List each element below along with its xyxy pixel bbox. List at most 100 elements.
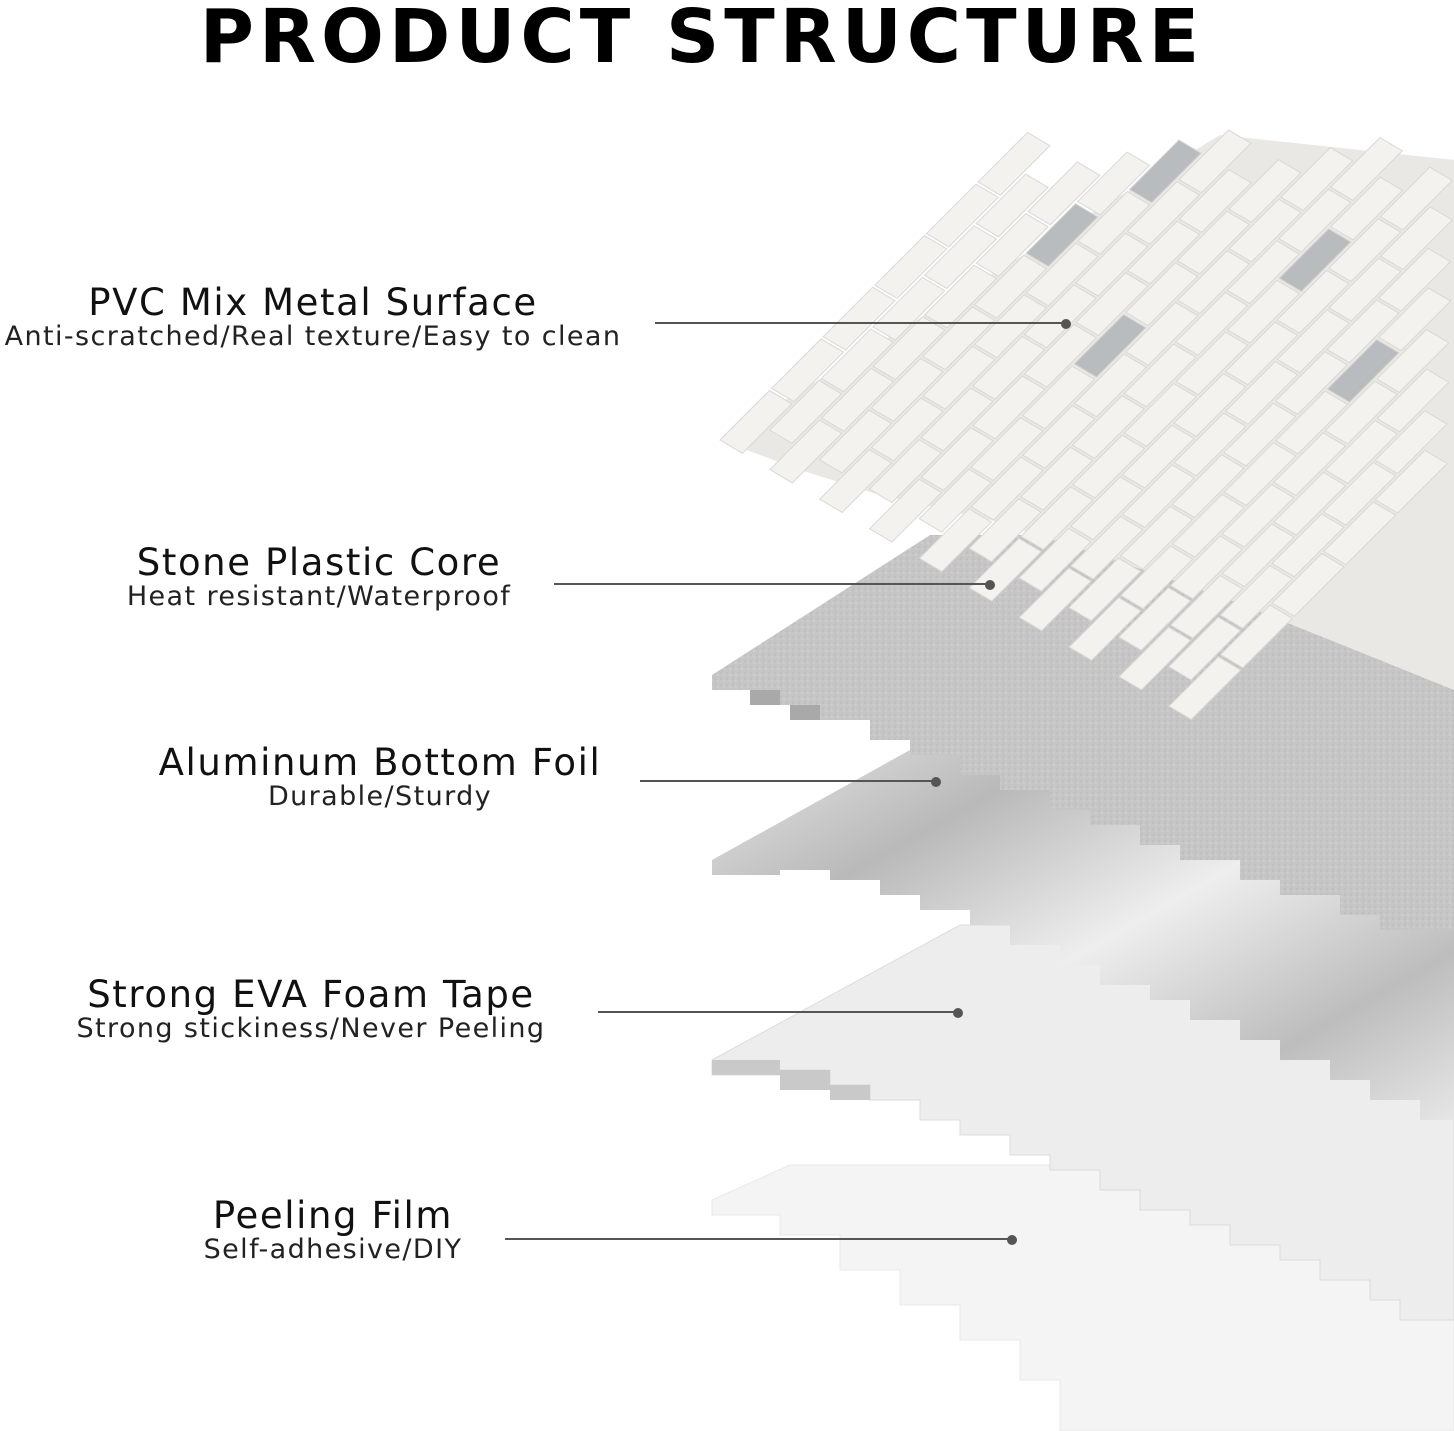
marble-tile: [1070, 515, 1144, 580]
marble-tile: [1219, 564, 1293, 629]
marble-tile: [820, 367, 895, 432]
marble-tile: [1222, 402, 1297, 467]
leader-line: [640, 780, 935, 782]
marble-tile: [870, 397, 945, 462]
marble-tile: [1279, 146, 1354, 211]
marble-tile: [1276, 309, 1350, 374]
metal-tile: [1128, 139, 1203, 204]
marble-tile: [975, 173, 1049, 238]
marble-tile: [1378, 287, 1452, 352]
marble-tile: [1121, 424, 1195, 489]
marble-tile: [1173, 412, 1247, 477]
marble-tile: [870, 357, 944, 422]
marble-tile: [975, 213, 1049, 278]
marble-tile: [918, 508, 993, 573]
marble-tile: [1123, 343, 1197, 408]
marble-tile: [1271, 552, 1345, 617]
marble-tile: [1021, 404, 1096, 469]
marble-tile: [1324, 380, 1398, 445]
leader-dot: [985, 580, 995, 590]
marble-tile: [868, 478, 943, 543]
marble-tile: [1273, 471, 1347, 536]
marble-tile: [1118, 626, 1192, 691]
marble-tile: [1171, 454, 1245, 519]
leader-dot: [931, 777, 941, 787]
layer-name: PVC Mix Metal Surface: [88, 281, 538, 324]
leader-dot: [953, 1008, 963, 1018]
marble-tile: [1125, 301, 1199, 366]
marble-tile: [1374, 449, 1449, 514]
layer-label-pvc-surface: PVC Mix Metal Surface Anti-scratched/Rea…: [0, 284, 626, 352]
marble-tile: [818, 409, 893, 474]
marble-tile: [1223, 442, 1297, 507]
marble-tile: [1169, 574, 1244, 639]
marble-tile: [1071, 434, 1146, 499]
marble-tile: [818, 449, 893, 514]
marble-tile: [769, 419, 843, 484]
marble-tile: [1278, 188, 1352, 253]
marble-tile: [1121, 464, 1196, 529]
marble-tile: [1068, 557, 1142, 622]
marble-tile: [768, 379, 843, 444]
marble-tile: [1221, 483, 1295, 548]
marble-tile: [968, 498, 1042, 563]
marble-tile: [1124, 262, 1199, 327]
marble-tile: [1377, 247, 1452, 312]
marble-tile: [1276, 269, 1350, 334]
page-title: PRODUCT STRUCTURE: [199, 0, 1205, 80]
marble-tile: [970, 456, 1044, 521]
marble-tile: [1018, 567, 1092, 632]
marble-tile: [1126, 220, 1201, 285]
marble-tile: [1126, 181, 1201, 246]
marble-tile: [1219, 604, 1294, 669]
marble-tile: [1272, 432, 1347, 497]
marble-tile: [1073, 353, 1148, 418]
marble-tile: [1228, 198, 1302, 263]
marble-tile: [1068, 596, 1142, 661]
marble-tile: [1174, 291, 1249, 356]
pvc-surface-layer: [719, 129, 1454, 721]
marble-tile: [1023, 284, 1097, 349]
leader-line: [655, 322, 1065, 324]
marble-tile: [1023, 323, 1098, 388]
marble-tile: [1228, 159, 1302, 224]
marble-tile: [973, 254, 1048, 319]
marble-tile: [872, 316, 946, 381]
marble-tile: [822, 286, 896, 351]
leader-line: [554, 583, 987, 585]
marble-tile: [1075, 272, 1149, 337]
marble-tile: [1374, 410, 1448, 475]
marble-tile: [1027, 161, 1101, 226]
marble-tile: [920, 387, 994, 452]
marble-tile: [1171, 493, 1246, 558]
marble-tile: [1173, 372, 1247, 438]
surface-tiles: [719, 129, 1454, 721]
marble-tile: [1226, 279, 1301, 344]
marble-tile: [874, 235, 948, 300]
layer-name: Strong EVA Foam Tape: [87, 973, 535, 1016]
marble-tile: [1020, 446, 1094, 511]
marble-tile: [1274, 390, 1349, 455]
layer-description: Heat resistant/Waterproof: [126, 581, 512, 612]
layer-label-foam-tape: Strong EVA Foam Tape Strong stickiness/N…: [68, 976, 554, 1044]
marble-tile: [918, 468, 992, 533]
marble-tile: [1379, 206, 1454, 271]
marble-tile: [1226, 240, 1300, 305]
marble-tile: [1168, 656, 1242, 721]
marble-tile: [1167, 616, 1242, 681]
leader-line: [598, 1011, 956, 1013]
marble-tile: [970, 417, 1044, 482]
marble-tile: [1118, 586, 1192, 651]
marble-tile: [1169, 535, 1244, 600]
marble-tile: [1221, 523, 1295, 588]
marble-tile: [1224, 321, 1299, 386]
marble-tile: [1076, 151, 1151, 216]
marble-tile: [971, 335, 1046, 400]
marble-tile: [1176, 250, 1251, 315]
marble-tile: [1075, 232, 1149, 297]
marble-tile: [868, 439, 943, 504]
marble-tile: [1175, 331, 1249, 396]
marble-tile: [1328, 257, 1402, 322]
marble-tile: [1322, 501, 1397, 566]
